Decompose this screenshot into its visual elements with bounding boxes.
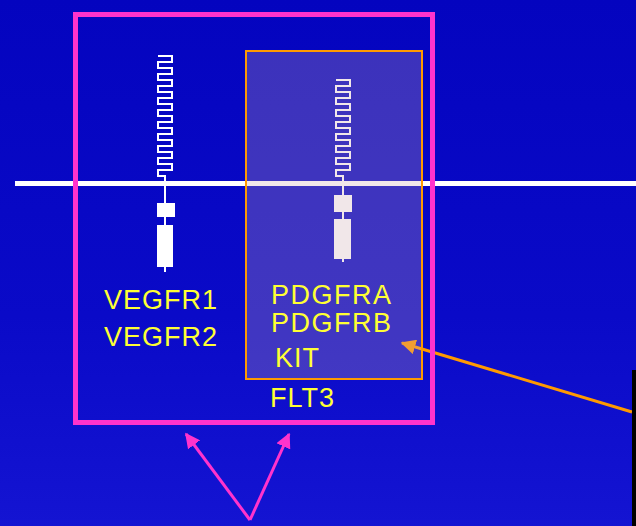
receptor-label: KIT: [275, 344, 320, 372]
pointer-arrow: [186, 434, 250, 520]
receptor-left: [157, 56, 175, 272]
kinase-block: [157, 225, 173, 267]
pointer-arrow: [250, 434, 289, 520]
receptor-label: VEGFR1 VEGFR2: [104, 282, 218, 356]
receptor-block: [157, 203, 175, 217]
receptor-label: PDGFRA PDGFRB: [271, 281, 393, 337]
receptor-label: FLT3: [270, 384, 335, 412]
group-box: VEGFR1 VEGFR2FLT3 PDGFRA PDGFRB KIT: [73, 12, 435, 425]
pointer-arrow: [402, 343, 632, 412]
subgroup-box: PDGFRA PDGFRB KIT: [245, 50, 423, 380]
ig-loops: [158, 56, 172, 272]
edge-bar: [632, 370, 636, 526]
